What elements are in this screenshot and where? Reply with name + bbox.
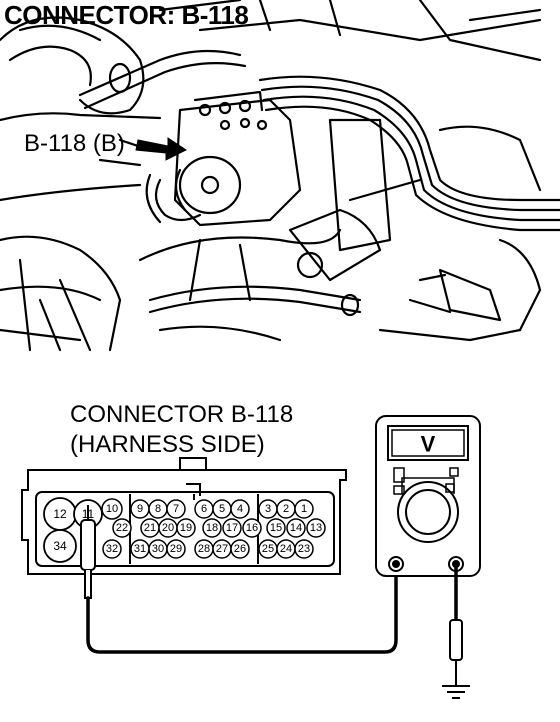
pin-31: 31 (130, 539, 150, 559)
pin-1: 1 (294, 499, 314, 519)
svg-text:1: 1 (301, 503, 307, 515)
pin-25: 25 (258, 539, 278, 559)
pin-2: 2 (276, 499, 296, 519)
svg-text:26: 26 (234, 543, 246, 555)
pin-34 (43, 529, 77, 563)
svg-text:32: 32 (106, 543, 118, 555)
pin-29: 29 (166, 539, 186, 559)
svg-text:5: 5 (219, 503, 225, 515)
svg-text:9: 9 (137, 503, 143, 515)
pin-6: 6 (194, 499, 214, 519)
pin-8: 8 (148, 499, 168, 519)
svg-text:16: 16 (246, 522, 258, 534)
svg-text:22: 22 (116, 522, 128, 534)
pin-15: 15 (266, 518, 286, 538)
ground-icon (442, 685, 470, 699)
svg-text:24: 24 (280, 543, 292, 555)
pin-5: 5 (212, 499, 232, 519)
multimeter (375, 415, 481, 577)
pin-22: 22 (112, 518, 132, 538)
pin-14: 14 (286, 518, 306, 538)
svg-text:19: 19 (180, 522, 192, 534)
svg-text:30: 30 (152, 543, 164, 555)
svg-text:15: 15 (270, 522, 282, 534)
pin-17: 17 (222, 518, 242, 538)
ground-probe (449, 619, 463, 686)
svg-text:4: 4 (237, 503, 243, 515)
connector-latch (179, 457, 207, 470)
pin-10: 10 (101, 498, 123, 520)
pin-24: 24 (276, 539, 296, 559)
svg-text:21: 21 (144, 522, 156, 534)
svg-text:29: 29 (170, 543, 182, 555)
pin-7: 7 (166, 499, 186, 519)
pointer-arrow (135, 137, 187, 161)
pin-label-34: 34 (53, 539, 67, 553)
pin-4: 4 (230, 499, 250, 519)
connector-location-label: B-118 (B) (24, 130, 125, 157)
svg-text:23: 23 (298, 543, 310, 555)
pin-label-12: 12 (53, 507, 67, 521)
connector-pin-field (35, 491, 335, 567)
test-lead (86, 564, 398, 654)
pin-20: 20 (158, 518, 178, 538)
svg-text:3: 3 (265, 503, 271, 515)
svg-text:20: 20 (162, 522, 174, 534)
svg-text:28: 28 (198, 543, 210, 555)
pin-19: 19 (176, 518, 196, 538)
connector-title-line1: CONNECTOR B-118 (70, 401, 294, 428)
pin-18: 18 (202, 518, 222, 538)
pin-27: 27 (212, 539, 232, 559)
connector-housing (21, 469, 347, 575)
svg-text:17: 17 (226, 522, 238, 534)
svg-text:10: 10 (106, 503, 118, 515)
pin-28: 28 (194, 539, 214, 559)
pin-26: 26 (230, 539, 250, 559)
connector-title: CONNECTOR B-118 (HARNESS SIDE) (70, 400, 293, 460)
svg-text:6: 6 (201, 503, 207, 515)
pin-13: 13 (306, 518, 326, 538)
page-title: CONNECTOR: B-118 (4, 0, 249, 30)
svg-text:8: 8 (155, 503, 161, 515)
svg-text:18: 18 (206, 522, 218, 534)
svg-text:25: 25 (262, 543, 274, 555)
svg-text:7: 7 (173, 503, 179, 515)
pin-3: 3 (258, 499, 278, 519)
svg-text:31: 31 (134, 543, 146, 555)
svg-text:2: 2 (283, 503, 289, 515)
pin-23: 23 (294, 539, 314, 559)
connector-title-line2: (HARNESS SIDE) (70, 431, 265, 458)
svg-text:27: 27 (216, 543, 228, 555)
pin-21: 21 (140, 518, 160, 538)
engine-bay-illustration (0, 0, 560, 352)
pin-9: 9 (130, 499, 150, 519)
pin-16: 16 (242, 518, 262, 538)
svg-text:13: 13 (310, 522, 322, 534)
pin-30: 30 (148, 539, 168, 559)
pin-32: 32 (102, 539, 122, 559)
meter-display-symbol: V (421, 432, 436, 457)
svg-text:14: 14 (290, 522, 302, 534)
